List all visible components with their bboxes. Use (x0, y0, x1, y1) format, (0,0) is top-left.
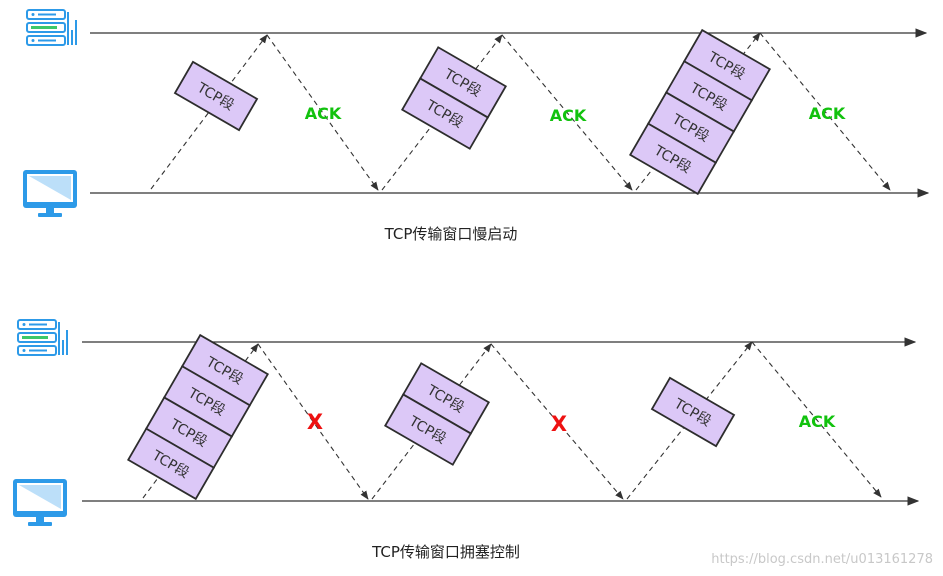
tcp-segment (173, 60, 259, 132)
lost-marker: X (307, 410, 323, 434)
round-2: TCP段 TCP段 X (371, 343, 624, 500)
segment-stack: TCP段 TCP段 (383, 362, 491, 466)
round-2: TCP段 TCP段 ACK (381, 34, 633, 191)
ack-label: ACK (799, 412, 836, 431)
return-path (490, 343, 624, 500)
ack-label: ACK (809, 104, 846, 123)
segment-stack: TCP段 TCP段 TCP段 TCP段 (628, 28, 772, 196)
congestion-control-diagram: TCP段 TCP段 TCP段 TCP段 X TCP段 TCP段 X (13, 319, 920, 561)
round-1: TCP段 TCP段 TCP段 TCP段 X (126, 333, 369, 501)
segment-stack: TCP段 (650, 376, 736, 448)
ack-path (751, 341, 882, 498)
tcp-segment (383, 393, 473, 466)
segment-stack: TCP段 TCP段 TCP段 TCP段 (126, 333, 270, 501)
slow-start-diagram: TCP段 ACK TCP段 TCP段 ACK TCP段 TCP段 (23, 9, 930, 243)
desktop-monitor-icon (13, 479, 67, 526)
send-path (371, 343, 492, 500)
ack-path (759, 32, 891, 191)
tcp-segment (400, 77, 490, 150)
ack-path (501, 34, 633, 191)
diagram-caption: TCP传输窗口拥塞控制 (371, 543, 520, 561)
round-3: TCP段 ACK (626, 341, 882, 500)
send-path (381, 34, 503, 191)
round-3: TCP段 TCP段 TCP段 TCP段 ACK (628, 28, 891, 196)
round-1: TCP段 ACK (150, 34, 379, 191)
desktop-monitor-icon (23, 170, 77, 217)
server-rack-icon (26, 9, 77, 46)
return-path (257, 343, 369, 500)
segment-stack: TCP段 (173, 60, 259, 132)
ack-label: ACK (305, 104, 342, 123)
tcp-segment (126, 427, 216, 501)
server-rack-icon (17, 319, 68, 356)
lost-marker: X (551, 412, 567, 436)
diagram-caption: TCP传输窗口慢启动 (384, 225, 518, 243)
watermark: https://blog.csdn.net/u013161278 (711, 552, 933, 567)
ack-label: ACK (550, 106, 587, 125)
ack-path (266, 34, 379, 191)
tcp-segment (650, 376, 736, 448)
tcp-segment (628, 122, 718, 196)
segment-stack: TCP段 TCP段 (400, 46, 508, 150)
